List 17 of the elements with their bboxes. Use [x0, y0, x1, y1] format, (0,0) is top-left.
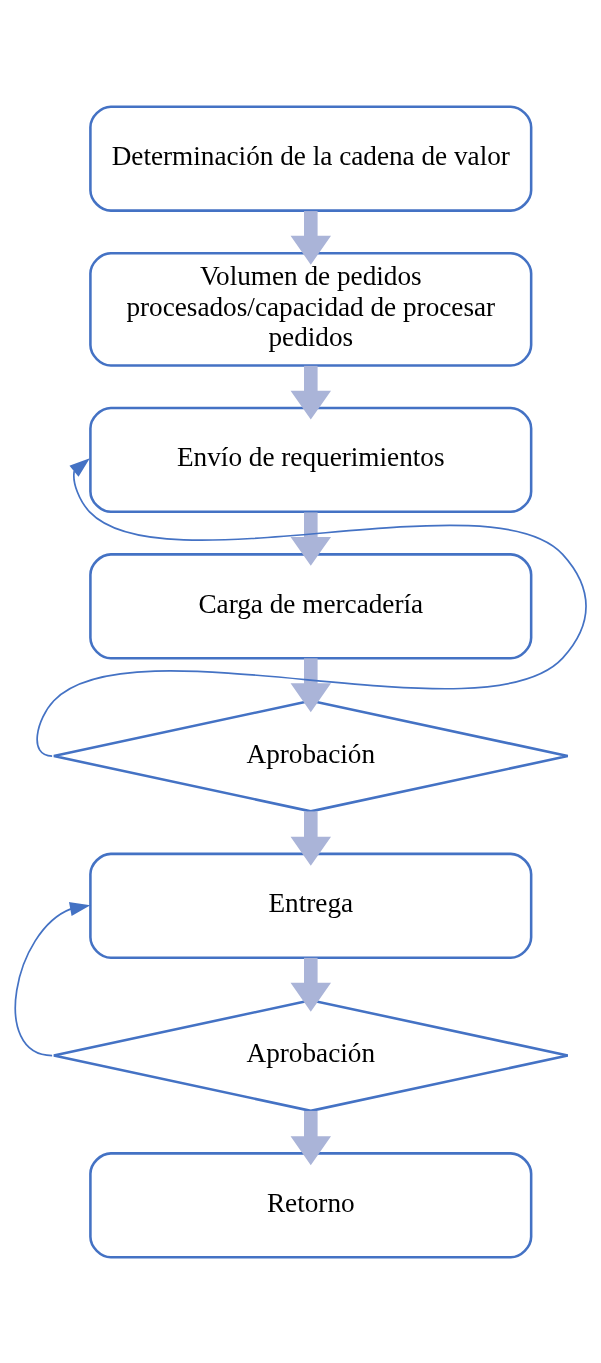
arrow: [290, 1110, 331, 1165]
node-diamond: Aprobación: [52, 698, 570, 813]
node-box: Determinación de la cadena de valor: [89, 105, 533, 212]
arrow: [290, 810, 331, 866]
node-box: Envío de requerimientos: [89, 406, 533, 513]
arrow: [36, 457, 587, 757]
arrow: [14, 901, 91, 1056]
node-box: Entrega: [89, 852, 533, 959]
node-box: Volumen de pedidos procesados/capacidad de procesar pedidos: [89, 251, 533, 367]
node-box: Retorno: [89, 1151, 533, 1258]
arrow: [290, 657, 331, 712]
arrow: [290, 365, 331, 420]
arrow: [290, 957, 331, 1012]
arrow: [290, 210, 331, 265]
node-diamond: Aprobación: [52, 998, 570, 1112]
node-box: Carga de mercadería: [89, 552, 533, 659]
arrow: [290, 511, 331, 566]
